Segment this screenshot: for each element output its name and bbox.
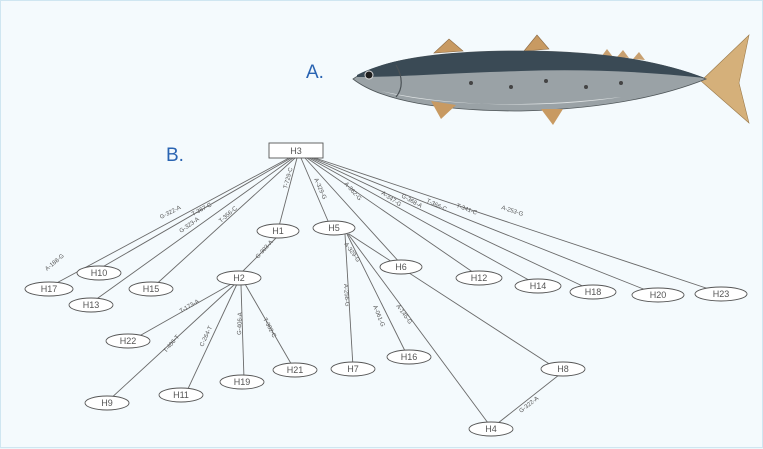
svg-text:H14: H14 <box>530 281 547 291</box>
edge-H3-H23 <box>315 158 721 293</box>
panel-label-a: A. <box>306 62 324 83</box>
edge-label-H3-H15: T-356-C <box>218 205 239 224</box>
node-H2: H2 <box>217 271 261 285</box>
svg-text:H22: H22 <box>120 336 137 346</box>
edge-label-H17: A-188-G <box>44 253 65 272</box>
edge-H3-H18 <box>311 158 591 290</box>
svg-text:H15: H15 <box>143 284 160 294</box>
svg-text:H23: H23 <box>713 289 730 299</box>
edge-label-H5-H7: A-256-G <box>342 284 350 307</box>
svg-text:H10: H10 <box>91 268 108 278</box>
edge-label-H3-H23: A-253-G <box>500 205 524 218</box>
svg-text:H16: H16 <box>401 352 418 362</box>
panel-label-b: B. <box>166 145 184 166</box>
svg-text:H6: H6 <box>395 262 407 272</box>
node-H20: H20 <box>632 288 684 302</box>
node-H9: H9 <box>85 396 129 410</box>
node-H5: H5 <box>313 221 355 235</box>
edge-H3-H12 <box>307 158 477 275</box>
node-H10: H10 <box>77 266 121 280</box>
svg-text:H21: H21 <box>287 365 304 375</box>
edge-label-H2-H19: G-406-A <box>237 312 244 335</box>
edge-label-H3-H17: G-322-A <box>159 205 182 221</box>
node-H15: H15 <box>129 282 173 296</box>
edge-H5-H4 <box>348 234 491 427</box>
node-H3: H3 <box>269 143 323 158</box>
svg-text:H9: H9 <box>101 398 113 408</box>
svg-text:H17: H17 <box>41 284 58 294</box>
edge-label-H2-H9: T-406-T <box>163 334 181 354</box>
node-H21: H21 <box>273 363 317 377</box>
node-H7: H7 <box>331 362 375 376</box>
node-H8: H8 <box>541 362 585 376</box>
node-H19: H19 <box>220 375 264 389</box>
edge-H3-H14 <box>309 158 536 284</box>
node-H6: H6 <box>380 260 422 274</box>
edge-H3-H5 <box>301 158 331 228</box>
node-H17: H17 <box>25 282 73 296</box>
svg-text:H3: H3 <box>290 146 302 156</box>
node-H13: H13 <box>69 298 113 312</box>
svg-text:H11: H11 <box>173 390 189 400</box>
svg-text:H5: H5 <box>328 223 340 233</box>
svg-text:H8: H8 <box>557 364 569 374</box>
node-H22: H22 <box>106 334 150 348</box>
svg-text:H12: H12 <box>471 273 488 283</box>
node-H14: H14 <box>515 279 561 293</box>
svg-text:H1: H1 <box>272 226 284 236</box>
svg-text:H7: H7 <box>347 364 359 374</box>
edge-label-H3-H1: T-729-C <box>283 166 295 189</box>
edge-label-H5-H16: A-061-G <box>371 305 385 329</box>
node-H4: H4 <box>469 422 513 436</box>
node-H12: H12 <box>456 271 502 285</box>
svg-text:H20: H20 <box>650 290 667 300</box>
node-H16: H16 <box>387 350 431 364</box>
node-H1: H1 <box>257 224 299 238</box>
node-H23: H23 <box>695 287 747 301</box>
edge-label-H5-H8: A-145-G <box>394 304 412 326</box>
svg-text:H18: H18 <box>585 287 602 297</box>
edge-H8-H4 <box>493 371 564 427</box>
edge-label-H3-H20: T-341-C <box>455 203 478 217</box>
svg-text:H13: H13 <box>83 300 100 310</box>
edge-label-H2-H21: T-302-C <box>261 317 277 340</box>
svg-text:H4: H4 <box>485 424 497 434</box>
svg-text:H19: H19 <box>234 377 251 387</box>
mackerel-fish-image <box>353 35 749 125</box>
edge-label-H2-H22: T-173-A <box>179 299 200 315</box>
edge-label-H1-H2: G-303-A <box>255 239 275 260</box>
node-H11: H11 <box>159 388 203 402</box>
svg-text:H2: H2 <box>233 273 245 283</box>
edge-label-H3-H6: A-362-G <box>343 181 363 202</box>
node-H18: H18 <box>570 285 616 299</box>
edge-label-H5-H4: A-329-G <box>342 242 360 264</box>
